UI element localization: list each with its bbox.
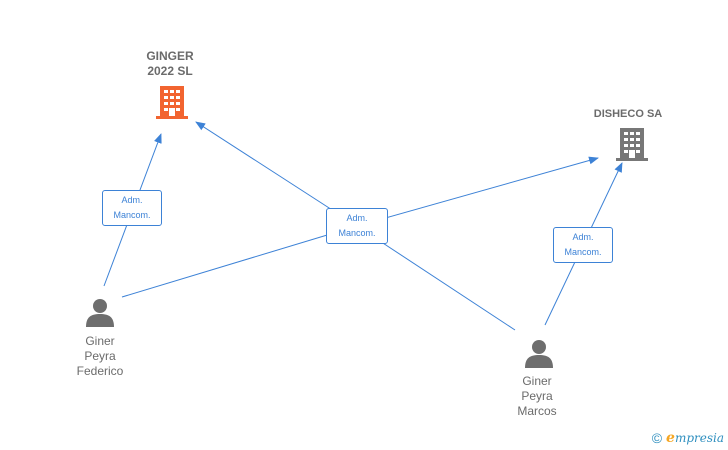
relation-role: Adm. (572, 232, 594, 242)
person-icon[interactable] (85, 297, 115, 327)
building-icon-orange[interactable] (156, 84, 188, 120)
copyright-icon: © (651, 430, 663, 446)
edge-federico-center (121, 225, 358, 298)
relation-mode: Mancom. (338, 228, 376, 238)
relation-role: Adm. (346, 213, 368, 223)
relation-mode: Mancom. (564, 247, 602, 257)
relation-label-2[interactable]: Adm. Mancom. (326, 208, 388, 244)
company-label-disheco[interactable]: DISHECO SA (593, 108, 663, 120)
person-label-federico[interactable]: Giner Peyra Federico (76, 334, 124, 378)
brand-logo: empresia (666, 430, 724, 446)
person-icon[interactable] (524, 338, 554, 368)
person-label-marcos[interactable]: Giner Peyra Marcos (517, 374, 557, 418)
edge-center-disheco (356, 156, 599, 227)
relation-label-1[interactable]: Adm. Mancom. (102, 190, 162, 226)
relation-label-3[interactable]: Adm. Mancom. (553, 227, 613, 263)
company-label-ginger[interactable]: GINGER 2022 SL (146, 49, 194, 78)
relation-role: Adm. (121, 195, 143, 205)
building-icon-gray[interactable] (616, 126, 648, 162)
brand-watermark: © empresia (652, 430, 724, 446)
relation-mode: Mancom. (113, 210, 151, 220)
